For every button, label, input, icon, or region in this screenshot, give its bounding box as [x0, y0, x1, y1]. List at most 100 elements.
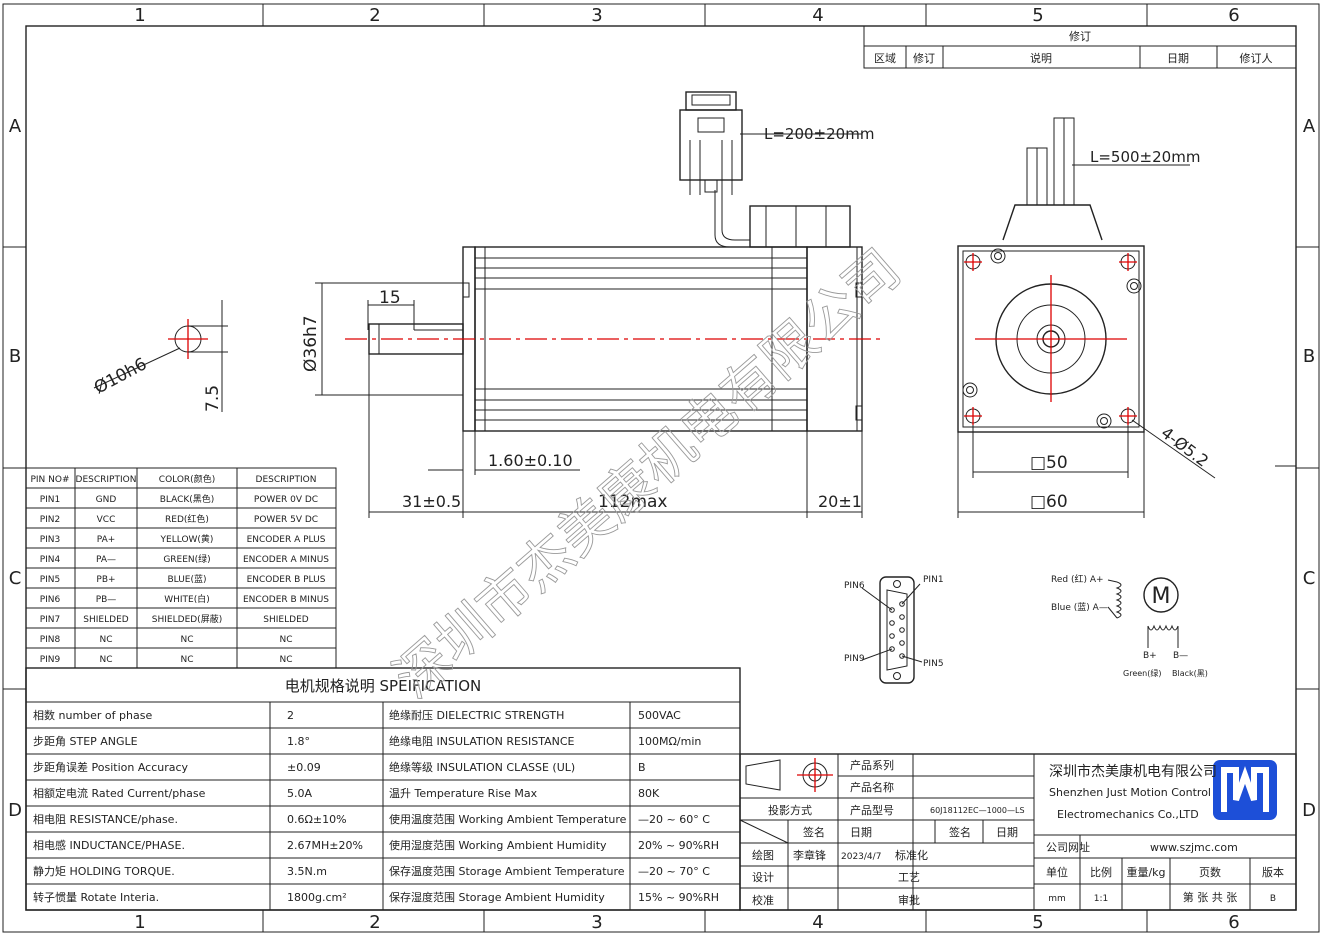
motor-side-view: L=200±20mm 15 Ø36h7 1.60±0.10 31±0.5 112… [301, 91, 882, 518]
spec-cell: 100MΩ/min [638, 735, 701, 748]
dim-flange-sq: □60 [1030, 492, 1068, 512]
spec-cell: 步距角 STEP ANGLE [33, 735, 138, 748]
dim-shaft-dia: Ø36h7 [301, 315, 321, 372]
dim-encoder-len: 20±1 [818, 492, 862, 511]
spec-cell: 相电阻 RESISTANCE/phase. [33, 813, 178, 826]
dim-shaft-detail-dia: Ø10h6 [91, 354, 150, 398]
row-label-left: C [9, 568, 22, 589]
tb-drawer: 李章锋 [793, 848, 826, 862]
motor-front-view: L=500±20mm □50 □60 4-Ø5.2 [957, 117, 1296, 518]
row-label-left: A [9, 116, 22, 137]
pin-cell: ENCODER A MINUS [243, 555, 329, 565]
spec-cell: B [638, 761, 646, 774]
spec-cell: 3.5N.m [287, 865, 327, 878]
row-label-right: D [1302, 800, 1316, 821]
connector-pinout: PIN6 PIN1 PIN9 PIN5 [844, 575, 944, 684]
tb-design: 设计 [752, 871, 774, 884]
pin-cell: YELLOW(黄) [160, 533, 214, 545]
pin-cell: BLUE(蓝) [167, 573, 206, 585]
pin-cell: PIN1 [40, 495, 61, 505]
pin-cell: PIN4 [40, 555, 61, 565]
tb-model-label: 产品型号 [850, 803, 894, 817]
wire-b-minus-color: Black(黑) [1172, 669, 1208, 678]
dim-hole-pattern: □50 [1030, 453, 1068, 473]
spec-cell: 使用温度范围 Working Ambient Temperature [389, 812, 627, 826]
company-logo [1213, 760, 1277, 820]
spec-cell: ±0.09 [287, 761, 321, 774]
spec-cell: 绝缘等级 INSULATION CLASSE (UL) [389, 760, 575, 774]
pin-cell: ENCODER B PLUS [247, 575, 326, 585]
pin-cell: BLACK(黑色) [160, 493, 215, 505]
pin-cell: NC [180, 655, 193, 665]
wire-b-plus-color: Green(绿) [1123, 669, 1161, 678]
col-label-top: 3 [591, 5, 602, 26]
tb-web-label: 公司网址 [1046, 840, 1090, 854]
spec-cell: 静力矩 HOLDING TORQUE. [33, 864, 175, 878]
tb-draw: 绘图 [752, 848, 774, 862]
pin-cell: NC [180, 635, 193, 645]
wire-b-plus: B+ [1143, 651, 1157, 661]
row-label-right: A [1303, 116, 1316, 137]
revision-header: 区域 [874, 52, 896, 65]
dim-body-len: 112max [598, 492, 668, 512]
row-label-left: D [8, 800, 22, 821]
watermark: 深圳市杰美康机电有限公司 [382, 237, 912, 710]
col-label-bottom: 6 [1228, 912, 1239, 933]
pin-table: PIN NO# DESCRIPTION COLOR(颜色) DESCRIPTIO… [25, 467, 337, 669]
spec-cell: 相额定电流 Rated Current/phase [33, 786, 206, 800]
company-name-en2: Electromechanics Co.,LTD [1057, 808, 1199, 821]
pin-header: DESCRIPTION [76, 475, 137, 485]
pin-label: PIN5 [923, 659, 944, 669]
pin-cell: PA— [96, 555, 116, 565]
tb-sign: 签名 [803, 825, 825, 839]
mounting-holes [962, 248, 1142, 429]
spec-cell: 相数 number of phase [33, 709, 152, 722]
spec-cell: 500VAC [638, 709, 681, 722]
shaft-section-view: Ø10h6 7.5 [91, 300, 228, 412]
pin-cell: ENCODER A PLUS [247, 535, 326, 545]
pin-cell: PB+ [96, 575, 115, 585]
pin-header: COLOR(颜色) [159, 473, 215, 485]
col-label-bottom: 4 [812, 912, 823, 933]
spec-cell: 2.67MH±20% [287, 839, 363, 852]
spec-cell: 转子惯量 Rotate Interia. [33, 890, 159, 904]
dim-shaft-flat: 7.5 [203, 385, 223, 412]
tb-unit: mm [1048, 894, 1066, 904]
dim-holes: 4-Ø5.2 [1158, 423, 1213, 471]
spec-cell: 1.8° [287, 735, 310, 748]
tb-std: 标准化 [895, 848, 928, 862]
revision-title: 修订 [1069, 29, 1091, 43]
spec-cell: 绝缘电阻 INSULATION RESISTANCE [389, 734, 575, 748]
spec-cell: 步距角误差 Position Accuracy [33, 760, 189, 774]
tb-projection: 投影方式 [768, 803, 812, 817]
spec-cell: 保存湿度范围 Storage Ambient Humidity [389, 890, 605, 904]
tb-sign2: 签名 [949, 825, 971, 839]
col-label-bottom: 2 [369, 912, 380, 933]
pin-cell: GND [96, 495, 117, 505]
spec-cell: 5.0A [287, 787, 312, 800]
spec-cell: 1800g.cm² [287, 891, 347, 904]
tb-check: 校准 [752, 893, 774, 907]
pin-cell: NC [279, 655, 292, 665]
pin-cell: PIN2 [40, 515, 61, 525]
spec-cell: 15% ~ 90%RH [638, 891, 719, 904]
wire-a-plus: Red (红) A+ [1051, 573, 1104, 585]
tb-draw-date: 2023/4/7 [841, 852, 881, 862]
pin-cell: NC [99, 655, 112, 665]
title-block: 产品系列 产品名称 投影方式 产品型号 60J18112EC—1000—LS 签… [739, 753, 1297, 911]
row-label-right: C [1303, 568, 1316, 589]
tb-name: 产品名称 [850, 780, 894, 794]
pin-cell: PIN5 [40, 575, 61, 585]
pin-header: DESCRIPTION [256, 475, 317, 485]
col-label-bottom: 5 [1032, 912, 1043, 933]
row-label-left: B [9, 346, 21, 367]
pin-cell: PA+ [97, 535, 116, 545]
tb-scale-label: 比例 [1090, 865, 1112, 879]
spec-cell: —20 ~ 70° C [638, 865, 710, 878]
dim-cable-encoder: L=200±20mm [764, 125, 874, 143]
col-label-bottom: 3 [591, 912, 602, 933]
dim-cable-motor: L=500±20mm [1090, 148, 1200, 166]
wire-a-minus: Blue (蓝) A— [1051, 601, 1108, 613]
pin-cell: PB— [96, 595, 117, 605]
pin-label: PIN1 [923, 575, 944, 585]
